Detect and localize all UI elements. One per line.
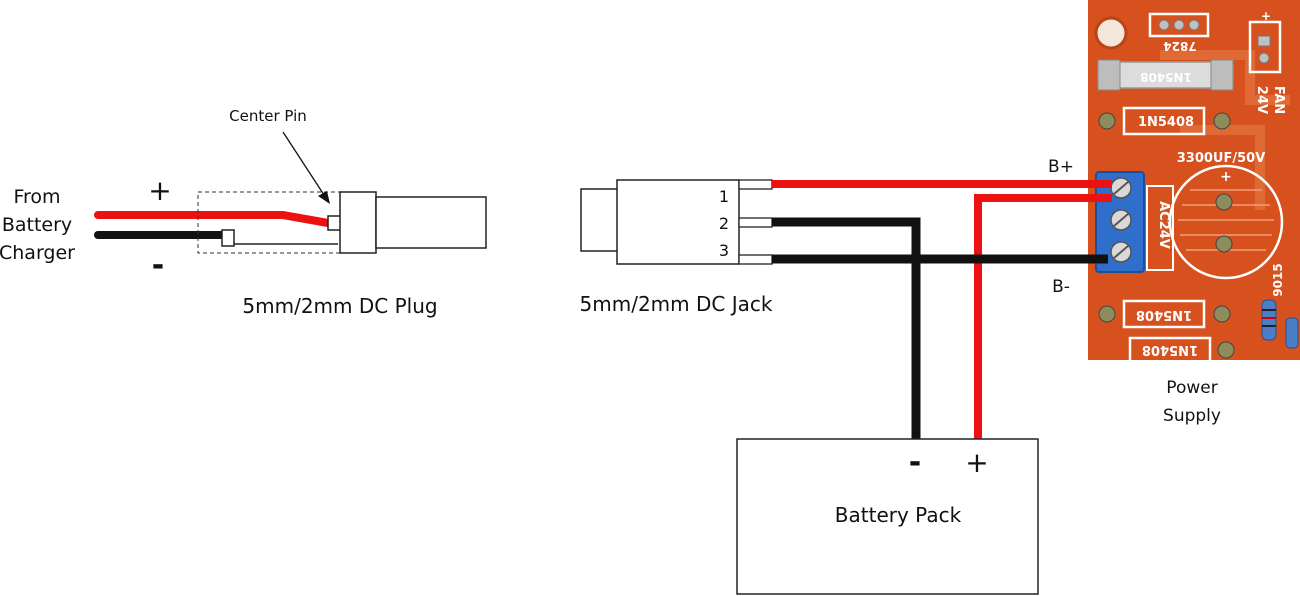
power-supply-label-line1: Power	[1166, 378, 1217, 398]
pcb-pad	[1098, 305, 1116, 323]
pcb-regulator-label: 7824	[1163, 39, 1196, 53]
plug-caption: 5mm/2mm DC Plug	[242, 294, 437, 318]
battery-plus-sign: +	[965, 446, 988, 479]
pcb-fan-label: FAN	[1271, 86, 1286, 114]
bplus-to-battery-plus-wire	[974, 194, 1112, 440]
jack-pin1-tab	[738, 179, 773, 190]
charger-positive-wire	[94, 211, 332, 227]
pcb-capacitor-label: 3300UF/50V	[1177, 151, 1266, 166]
plug-body	[375, 196, 487, 249]
pcb-trace-mid	[1180, 125, 1265, 210]
pcb-pad	[1215, 193, 1233, 211]
pcb-transistor-label: 9015	[1271, 263, 1285, 296]
jack-pin3-tab	[738, 254, 773, 265]
power-supply-board: 7824 + FAN 24V 1N5408 1N5408 3300UF/50V …	[1088, 0, 1300, 366]
pcb-fuse-cap-right	[1210, 59, 1234, 91]
pcb-capacitor-plus: +	[1220, 169, 1232, 185]
jack-pin3-number: 3	[719, 241, 729, 260]
pcb-pad	[1215, 235, 1233, 253]
pcb-fan-plus: +	[1261, 9, 1271, 23]
pcb-terminal-screw-slot	[1113, 245, 1129, 259]
pcb-pad	[1098, 112, 1116, 130]
pcb-pad	[1217, 341, 1235, 359]
jack-pin1-number: 1	[719, 187, 729, 206]
jack-pin2-to-battery-minus-wire	[772, 217, 921, 440]
pcb-fuse-label: 1N5408	[1140, 70, 1192, 84]
charger-plus-sign: +	[148, 174, 171, 207]
pcb-terminal-screw-slot	[1113, 213, 1129, 227]
pcb-trace-top	[1160, 50, 1290, 105]
power-supply-label-line2: Supply	[1163, 406, 1221, 426]
pcb-fan-voltage-label: 24V	[1254, 86, 1269, 114]
battery-minus-sign: -	[909, 445, 921, 480]
pcb-diode-bottom-label: 1N5408	[1136, 307, 1192, 322]
plug-collar	[339, 191, 377, 254]
battery-pack-box	[736, 438, 1039, 595]
bplus-terminal-label: B+	[1048, 157, 1074, 177]
pcb-pad	[1173, 19, 1185, 31]
pcb-fuse-cap-left	[1097, 59, 1121, 91]
pcb-ac-outline	[1146, 185, 1174, 271]
pcb-pad	[1213, 112, 1231, 130]
jack-caption: 5mm/2mm DC Jack	[580, 292, 773, 316]
pcb-terminal-screw-slot	[1113, 181, 1129, 195]
pcb-resistor-2	[1285, 317, 1299, 349]
center-pin-arrowhead	[318, 191, 330, 204]
charger-minus-sign: -	[152, 248, 164, 283]
pcb-diode-bottom-outline	[1122, 299, 1206, 329]
pcb-mount-hole	[1094, 16, 1128, 50]
pcb-capacitor-outline	[1168, 164, 1284, 280]
battery-pack-label: Battery Pack	[835, 503, 962, 527]
jack-body	[616, 179, 740, 265]
charger-label-line2: Battery	[2, 214, 72, 236]
jack-plug-end	[580, 188, 620, 252]
pcb-pad	[1257, 35, 1271, 47]
pcb-regulator-footprint	[1148, 12, 1210, 38]
pcb-diode-bottom2-outline	[1128, 336, 1212, 366]
center-pin-pointer	[282, 131, 327, 199]
bminus-terminal-label: B-	[1052, 277, 1070, 297]
plug-sleeve-contact	[221, 229, 235, 247]
plug-inner-outline	[197, 191, 341, 254]
pcb-ac-label: AC24V	[1156, 201, 1171, 249]
pcb-diode-top-label: 1N5408	[1138, 115, 1194, 130]
pcb-pad	[1258, 52, 1270, 64]
jack-pin2-number: 2	[719, 214, 729, 233]
pcb-fan-connector	[1248, 20, 1282, 74]
charger-label-line3: Charger	[0, 242, 75, 264]
jack-pin2-tab	[738, 217, 773, 228]
center-pin-label: Center Pin	[229, 107, 307, 125]
pcb-pad	[1158, 19, 1170, 31]
pcb-pad	[1188, 19, 1200, 31]
pcb-diode-bottom2-label: 1N5408	[1142, 342, 1198, 357]
pcb-diode-top-outline	[1122, 106, 1206, 136]
pcb-resistor	[1261, 299, 1277, 341]
pcb-pad	[1213, 305, 1231, 323]
charger-label-line1: From	[13, 186, 60, 208]
